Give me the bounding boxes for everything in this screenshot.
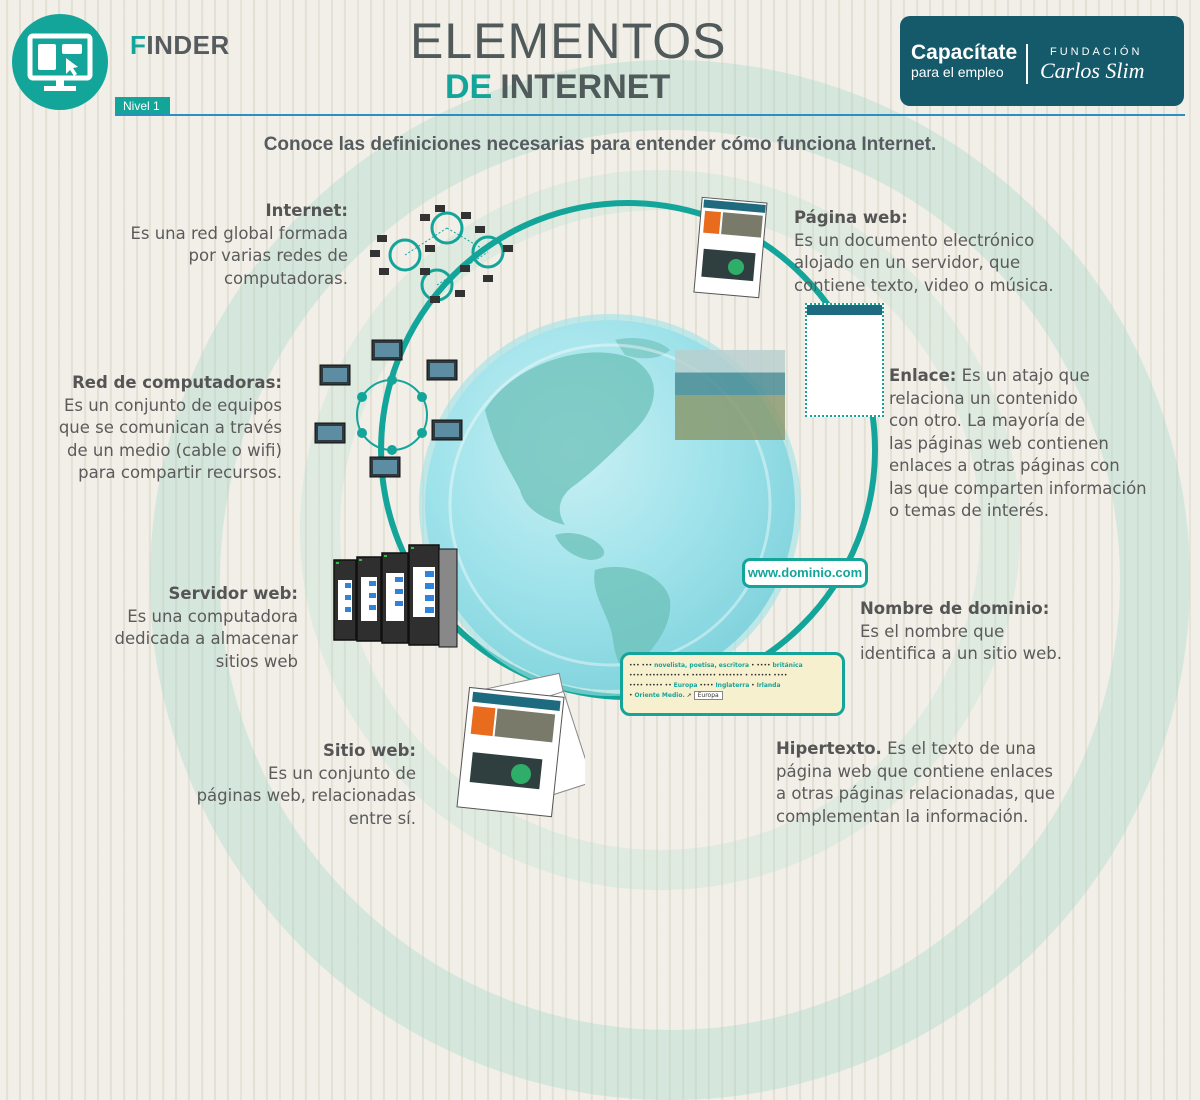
subtitle: Conoce las definiciones necesarias para … bbox=[263, 134, 937, 155]
definition-line: con otro. La mayoría de bbox=[889, 411, 1086, 430]
server-rack-icon bbox=[333, 544, 458, 648]
sponsor-org-label: FUNDACIÓN bbox=[1050, 46, 1143, 58]
tooltip-button: Europa bbox=[693, 691, 723, 700]
hypertext-link[interactable]: Inglaterra bbox=[715, 682, 750, 689]
term-sitio: Sitio web: bbox=[322, 741, 416, 760]
website-pages-icon bbox=[456, 672, 585, 818]
definition-web-page: Página web: Es un documento electrónico … bbox=[794, 207, 1114, 297]
brand-title: FINDER bbox=[130, 30, 230, 61]
level-badge: Nivel 1 bbox=[115, 97, 170, 115]
definition-line: Es una computadora bbox=[127, 606, 298, 626]
definition-link: Enlace: Es un atajo que relaciona un con… bbox=[889, 365, 1199, 523]
term-pagina: Página web: bbox=[794, 208, 908, 227]
definition-line: las páginas web contienen bbox=[889, 433, 1109, 453]
definition-line: relaciona un contenido bbox=[889, 388, 1078, 408]
brand-initial: F bbox=[130, 30, 147, 60]
definition-line: que se comunican a través bbox=[58, 418, 282, 437]
definition-line: por varias redes de bbox=[188, 246, 348, 265]
definition-line: dedicada a almacenar bbox=[114, 629, 298, 648]
definition-line: Es un conjunto de equipos bbox=[63, 395, 282, 415]
term-servidor: Servidor web: bbox=[168, 584, 299, 603]
term-red: Red de computadoras: bbox=[72, 373, 282, 392]
definition-line: a otras páginas relacionadas, que bbox=[776, 784, 1056, 803]
definition-line: de un medio (cable o wifi) bbox=[67, 440, 282, 460]
internet-network-icon bbox=[370, 205, 513, 303]
computer-network-icon bbox=[314, 339, 463, 478]
definition-line: Es el texto de una bbox=[881, 739, 1037, 758]
monitor-cursor-icon bbox=[27, 33, 93, 91]
finder-logo bbox=[12, 14, 108, 110]
definition-line: Es un documento electrónico bbox=[794, 230, 1035, 250]
hypertext-link[interactable]: británica bbox=[772, 662, 803, 669]
link-zoom-panel bbox=[805, 303, 884, 417]
sponsor-line2: para el empleo bbox=[911, 64, 1004, 80]
definition-line: página web que contiene enlaces bbox=[776, 761, 1053, 781]
definition-line: identifica a un sitio web. bbox=[860, 644, 1062, 663]
hypertext-link[interactable]: novelista, poetisa, escritora bbox=[654, 662, 750, 669]
sponsor-divider bbox=[1026, 44, 1028, 84]
hypertext-link[interactable]: Oriente Medio. bbox=[634, 692, 685, 699]
sponsor-logo: Capacítate para el empleo FUNDACIÓN Carl… bbox=[900, 16, 1184, 106]
hypertext-example: ••• ••• novelista, poetisa, escritora • … bbox=[620, 652, 845, 716]
definition-line: para compartir recursos. bbox=[78, 463, 282, 482]
definition-line: Es un conjunto de bbox=[268, 763, 416, 783]
definition-line: contiene texto, video o música. bbox=[794, 275, 1054, 295]
sponsor-line1: Capacítate bbox=[911, 41, 1018, 64]
cursor-icon: ➚ bbox=[686, 692, 692, 699]
domain-example: www.dominio.com bbox=[742, 558, 868, 588]
continents-icon bbox=[448, 338, 772, 673]
definition-line: o temas de interés. bbox=[889, 501, 1049, 520]
brand-rest: INDER bbox=[146, 30, 230, 60]
definition-line: Es una red global formada bbox=[130, 223, 348, 243]
title-main: INTERNET bbox=[500, 68, 671, 106]
definition-domain-name: Nombre de dominio: Es el nombre que iden… bbox=[860, 598, 1180, 666]
definition-line: alojado en un servidor, que bbox=[794, 253, 1021, 272]
definition-internet: Internet: Es una red global formada por … bbox=[48, 200, 348, 290]
definition-web-server: Servidor web: Es una computadora dedicad… bbox=[0, 583, 298, 673]
web-page-icon bbox=[693, 196, 768, 299]
sponsor-org-name: Carlos Slim bbox=[1040, 58, 1145, 83]
definition-line: páginas web, relacionadas bbox=[196, 786, 416, 805]
definition-line: Es el nombre que bbox=[860, 621, 1005, 641]
title-prefix: DE bbox=[445, 68, 493, 106]
term-hipertexto: Hipertexto. bbox=[776, 739, 882, 758]
term-dominio: Nombre de dominio: bbox=[860, 599, 1050, 618]
header-rule bbox=[115, 114, 1185, 116]
term-enlace: Enlace: bbox=[889, 366, 957, 385]
definition-hypertext: Hipertexto. Es el texto de una página we… bbox=[776, 738, 1116, 828]
definition-website: Sitio web: Es un conjunto de páginas web… bbox=[116, 740, 416, 830]
term-internet: Internet: bbox=[265, 201, 348, 220]
definition-computer-network: Red de computadoras: Es un conjunto de e… bbox=[0, 372, 282, 485]
page-title-line1: ELEMENTOS bbox=[410, 13, 727, 69]
definition-line: enlaces a otras páginas con bbox=[889, 456, 1120, 475]
hypertext-link[interactable]: Irlanda bbox=[756, 682, 781, 689]
definition-line: entre sí. bbox=[348, 808, 416, 828]
definition-line: sitios web bbox=[215, 651, 298, 671]
hypertext-link[interactable]: Europa bbox=[673, 682, 698, 689]
definition-line: Es un atajo que bbox=[956, 366, 1090, 385]
link-illustration bbox=[675, 350, 785, 440]
definition-line: computadoras. bbox=[223, 268, 348, 288]
definition-line: las que comparten información bbox=[889, 478, 1147, 498]
definition-line: complementan la información. bbox=[776, 806, 1029, 826]
